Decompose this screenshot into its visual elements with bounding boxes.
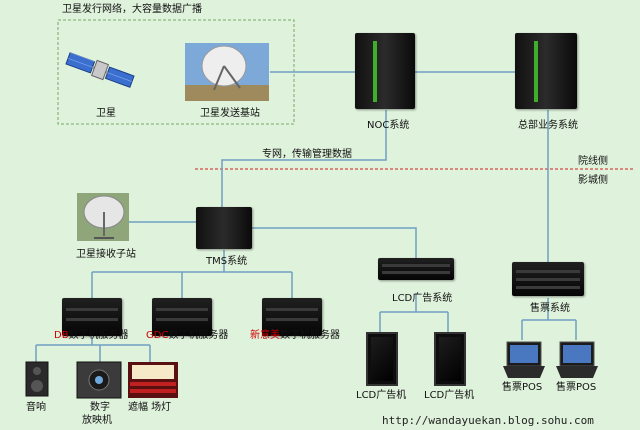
receiver-label: 卫星接收子站 <box>76 249 136 260</box>
server-tower-icon <box>515 33 577 109</box>
media-server-icon <box>152 298 212 336</box>
xym-suffix: 数字机服务器 <box>280 330 340 341</box>
pos2-label: 售票POS <box>556 382 597 393</box>
pos-terminal-icon <box>556 341 598 378</box>
uplink-station-label: 卫星发送基站 <box>200 108 260 119</box>
media-server-icon <box>262 298 322 336</box>
projector-icon <box>76 361 122 399</box>
lcd1-label: LCD广告机 <box>356 390 407 401</box>
gdc-suffix: 数字机服务器 <box>168 330 229 341</box>
server-tower-icon <box>355 33 415 109</box>
xym-server-label: 新意美数字机服务器 <box>250 330 340 342</box>
lcd-system-label: LCD广告系统 <box>392 293 453 304</box>
gdc-server-label: GDC数字机服务器 <box>146 330 228 342</box>
db-suffix: 数字机服务器 <box>68 330 129 341</box>
receiver-dish-icon <box>77 193 129 241</box>
satellite-region-title: 卫星发行网络，大容量数据广播 <box>62 4 202 15</box>
connection-lines <box>35 71 577 362</box>
hq-side-label: 院线侧 <box>578 156 608 167</box>
pos1-label: 售票POS <box>502 382 543 393</box>
hq-label: 总部业务系统 <box>518 120 578 131</box>
satellite-dish-icon <box>185 43 269 101</box>
cinema-side-label: 影城侧 <box>578 175 608 186</box>
db-prefix: DB <box>54 330 69 341</box>
ticket-system-label: 售票系统 <box>530 303 570 314</box>
projector-label-2: 放映机 <box>82 415 112 426</box>
theater-icon <box>128 362 178 398</box>
satellite-label: 卫星 <box>96 108 116 119</box>
lights-label: 遮幅 场灯 <box>128 402 172 413</box>
projector-label-1: 数字 <box>90 402 110 413</box>
media-server-icon <box>62 298 122 336</box>
speaker-icon <box>25 361 49 397</box>
private-net-label: 专网，传输管理数据 <box>262 149 352 160</box>
xym-prefix: 新意美 <box>250 330 280 341</box>
lcd-monitor-icon <box>366 332 398 386</box>
tms-label: TMS系统 <box>206 256 248 267</box>
lcd-monitor-icon <box>434 332 466 386</box>
rack-server-icon <box>512 262 584 296</box>
pos-terminal-icon <box>503 341 545 378</box>
lcd2-label: LCD广告机 <box>424 390 475 401</box>
rack-server-icon <box>378 258 454 280</box>
watermark-text: http://wandayuekan.blog.sohu.com <box>382 414 594 427</box>
audio-label: 音响 <box>26 402 46 413</box>
noc-label: NOC系统 <box>367 120 410 131</box>
db-server-label: DB数字机服务器 <box>54 330 129 342</box>
satellite-icon <box>65 52 135 88</box>
server-tower-icon <box>196 207 252 249</box>
gdc-prefix: GDC <box>146 330 169 341</box>
